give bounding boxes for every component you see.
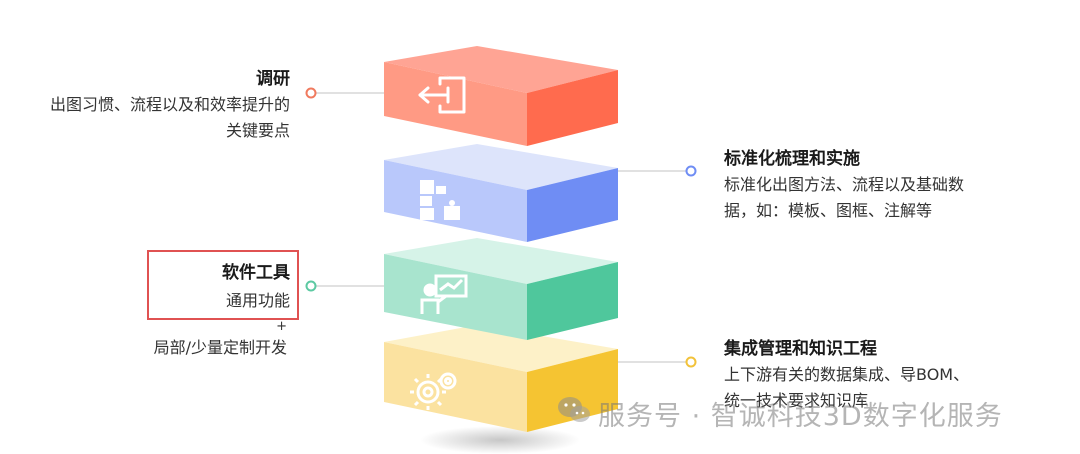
integration-desc-line-2: 统一技术要求知识库 (724, 391, 869, 410)
layer-research (384, 46, 618, 146)
puzzle-icon (420, 180, 460, 220)
login-icon (418, 76, 466, 114)
research-desc-line-2: 关键要点 (225, 121, 290, 140)
label-standard: 标准化梳理和实施 标准化出图方法、流程以及基础数 据，如：模板、图框、注解等 (724, 146, 1024, 224)
software-extra: + 局部/少量定制开发 (10, 318, 287, 360)
software-extra-line: 局部/少量定制开发 (153, 338, 287, 357)
layer-standard (384, 144, 618, 242)
software-plus: + (276, 319, 287, 334)
connector-dot-research (305, 87, 317, 99)
watermark-text: 服务号 · 智诚科技3D数字化服务 (598, 401, 1003, 432)
highlight-box (147, 250, 299, 320)
layer-software (384, 238, 618, 340)
software-title: 软件工具 (222, 263, 290, 283)
integration-desc-line-1: 上下游有关的数据集成、导BOM、 (724, 365, 970, 384)
wechat-icon (558, 397, 590, 422)
connector-dot-integration (685, 356, 697, 368)
research-desc-line-1: 出图习惯、流程以及和效率提升的 (49, 95, 290, 114)
integration-title: 集成管理和知识工程 (724, 339, 877, 359)
connector-dot-standard (685, 165, 697, 177)
presenter-icon (420, 274, 468, 314)
label-software: 软件工具 通用功能 (10, 260, 290, 314)
layer-integration (384, 325, 618, 432)
software-desc-line-1: 通用功能 (225, 291, 290, 310)
label-integration: 集成管理和知识工程 上下游有关的数据集成、导BOM、 统一技术要求知识库 (724, 336, 1044, 414)
standard-title: 标准化梳理和实施 (724, 149, 860, 169)
connector-dot-software (305, 280, 317, 292)
standard-desc-line-1: 标准化出图方法、流程以及基础数 (724, 175, 965, 194)
connectors (305, 87, 697, 368)
gears-icon (410, 372, 457, 410)
label-research: 调研 出图习惯、流程以及和效率提升的 关键要点 (10, 66, 290, 144)
research-title: 调研 (256, 69, 290, 89)
floor-shadow (420, 426, 580, 454)
standard-desc-line-2: 据，如：模板、图框、注解等 (724, 201, 933, 220)
